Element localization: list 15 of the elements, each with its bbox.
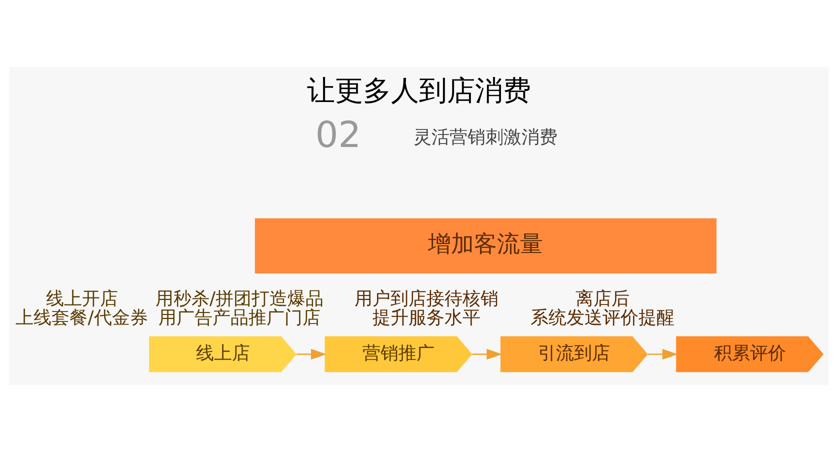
node-label: 提升服务水平 (372, 307, 480, 328)
label: 灵活营销刺激消费 (413, 126, 558, 148)
node-label: 离店后 (574, 288, 629, 309)
node-label: 用广告产品推广门店 (158, 307, 320, 328)
node-box: 增加客流量 (254, 218, 716, 273)
arrow (296, 348, 326, 360)
node-label: 用秒杀/拼团打造爆品 (154, 288, 324, 309)
diagram-title: 让更多人到店消费 (306, 73, 530, 106)
node-label: 用户到店接待核销 (354, 288, 498, 309)
label: 02 (314, 114, 361, 156)
node-label: 线上开店 (45, 288, 118, 309)
arrow (647, 348, 678, 360)
arrow (472, 348, 502, 360)
node-label: 上线套餐/代金券 (15, 307, 148, 328)
node-label: 系统发送评价提醒 (530, 307, 674, 328)
